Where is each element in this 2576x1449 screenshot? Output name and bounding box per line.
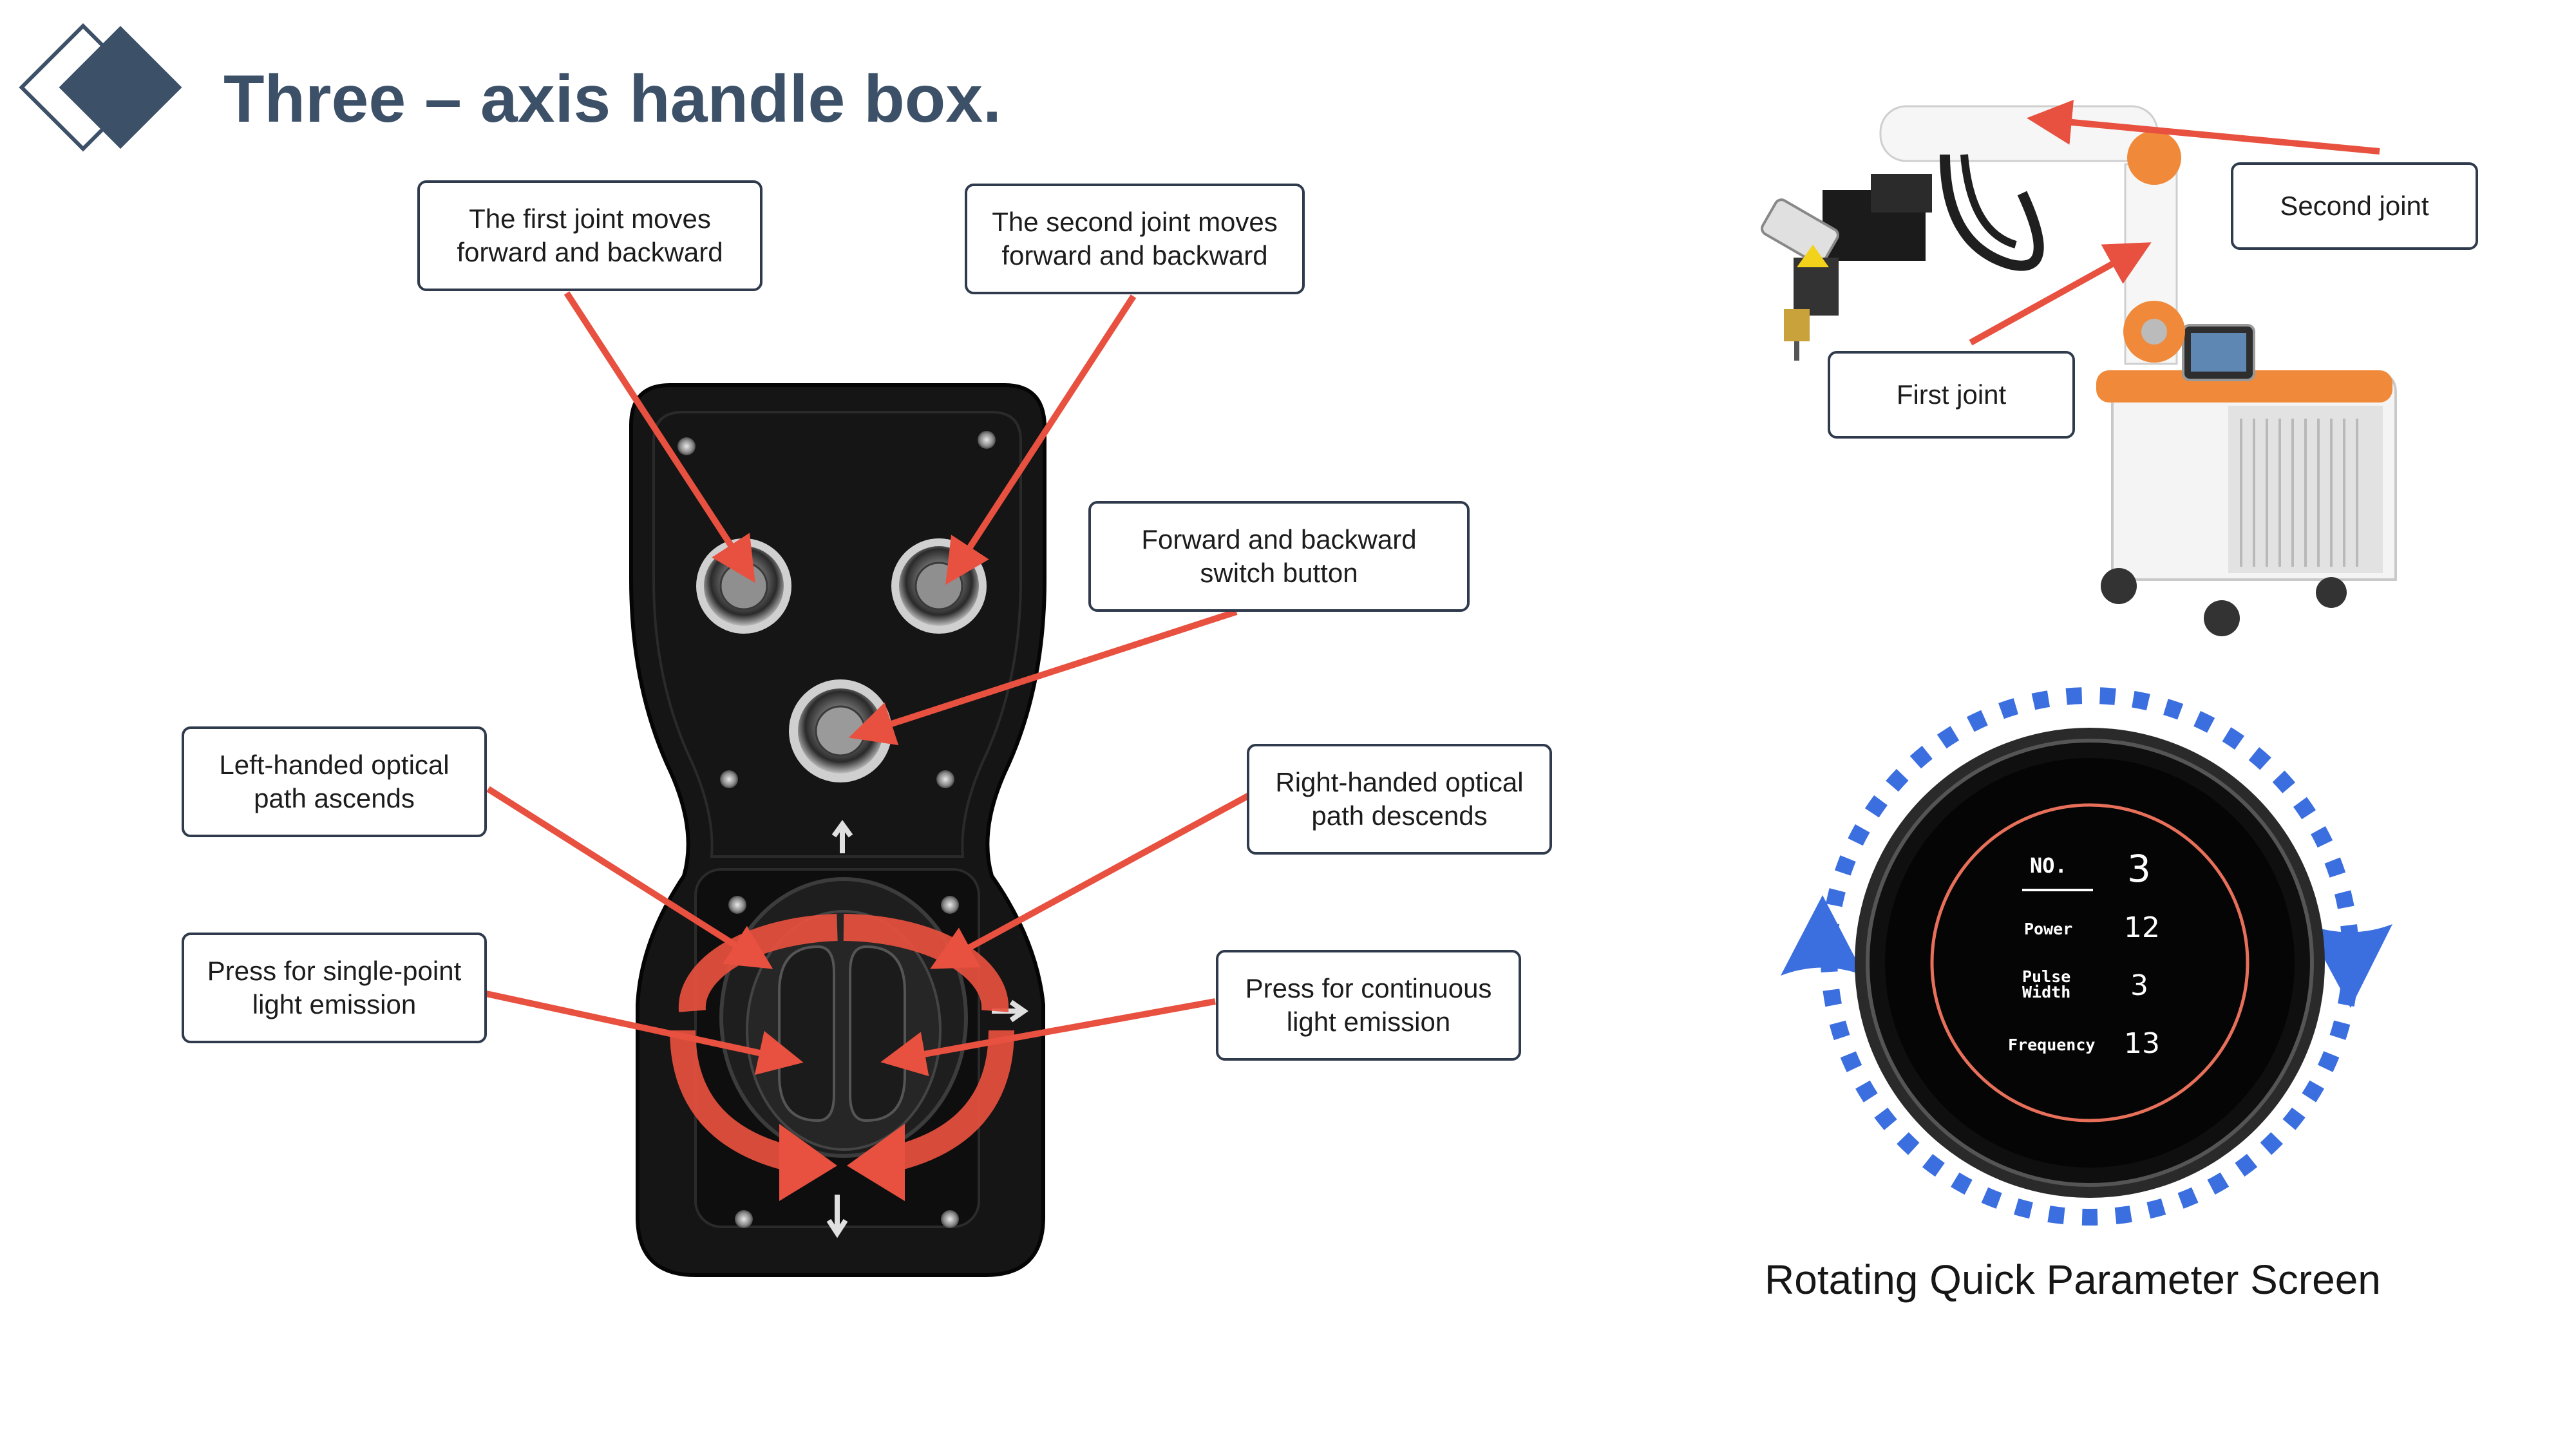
callout-arrows xyxy=(485,100,2380,1077)
callout-right-handed: Right-handed optical path descends xyxy=(1247,744,1552,855)
callout-line: path ascends xyxy=(254,783,415,813)
callout-line: light emission xyxy=(252,989,417,1019)
callout-left-handed: Left-handed optical path ascends xyxy=(182,726,487,837)
page-title: Three – axis handle box. xyxy=(223,62,1001,137)
callout-line: switch button xyxy=(1200,558,1358,588)
callout-line: The second joint moves xyxy=(992,207,1278,237)
callout-line: forward and backward xyxy=(457,237,723,267)
screen-pulse-value: 3 xyxy=(2130,969,2148,1002)
screw-icon xyxy=(978,431,996,449)
parameter-screen xyxy=(1781,687,2392,1226)
logo-icon xyxy=(19,23,182,152)
rotate-ccw-arrow-icon xyxy=(1781,895,1864,976)
screen-caption: Rotating Quick Parameter Screen xyxy=(1765,1256,2381,1303)
handle-box xyxy=(629,383,1046,1277)
screen-no-label: NO. xyxy=(2030,853,2067,878)
robot-arm-image xyxy=(1761,105,2397,636)
callout-first-joint: First joint xyxy=(1828,351,2075,439)
screen-pulse-label-line: Pulse xyxy=(2022,967,2071,986)
callout-continuous: Press for continuous light emission xyxy=(1216,950,1521,1061)
rotate-cw-arrow-icon xyxy=(2306,924,2392,1008)
screen-no-value: 3 xyxy=(2127,847,2151,891)
screen-pulse-label-line: Width xyxy=(2022,983,2071,1001)
screw-icon xyxy=(936,770,954,788)
callout-line: path descends xyxy=(1311,800,1488,831)
callout-first-joint-moves: The first joint moves forward and backwa… xyxy=(417,180,762,291)
callout-line: Left-handed optical xyxy=(219,750,450,780)
second-joint-button[interactable] xyxy=(891,538,987,634)
arrow-down-icon xyxy=(826,1195,848,1238)
screen-frequency-label: Frequency xyxy=(2008,1036,2096,1054)
screw-icon xyxy=(941,1210,959,1228)
screen-frequency-value: 13 xyxy=(2124,1027,2160,1060)
screen-ring xyxy=(1930,803,2249,1122)
callout-line: Right-handed optical xyxy=(1275,767,1524,797)
callout-single-point: Press for single-point light emission xyxy=(182,933,487,1043)
callout-second-joint-moves: The second joint moves forward and backw… xyxy=(965,184,1305,294)
callout-line: Second joint xyxy=(2280,191,2429,221)
screen-power-value: 12 xyxy=(2124,911,2160,944)
callout-line: forward and backward xyxy=(1001,240,1268,270)
callout-line: Press for single-point xyxy=(207,956,462,986)
callout-line: The first joint moves xyxy=(469,204,711,234)
joystick[interactable] xyxy=(719,877,968,1158)
callout-line: Forward and backward xyxy=(1141,524,1417,554)
callout-second-joint: Second joint xyxy=(2231,162,2478,250)
callout-line: Press for continuous xyxy=(1245,973,1492,1003)
screw-icon xyxy=(941,896,959,914)
arrow-up-icon xyxy=(831,820,853,853)
screw-icon xyxy=(728,896,746,914)
screw-icon xyxy=(735,1210,753,1228)
callout-switch-button: Forward and backward switch button xyxy=(1088,501,1470,612)
screen-power-label: Power xyxy=(2024,920,2073,938)
screw-icon xyxy=(677,437,696,455)
callout-line: light emission xyxy=(1286,1007,1451,1037)
first-joint-button[interactable] xyxy=(696,538,791,634)
screen-pulse-label: Pulse Width xyxy=(2022,969,2070,1000)
callout-line: First joint xyxy=(1896,379,2007,410)
screw-icon xyxy=(720,770,738,788)
